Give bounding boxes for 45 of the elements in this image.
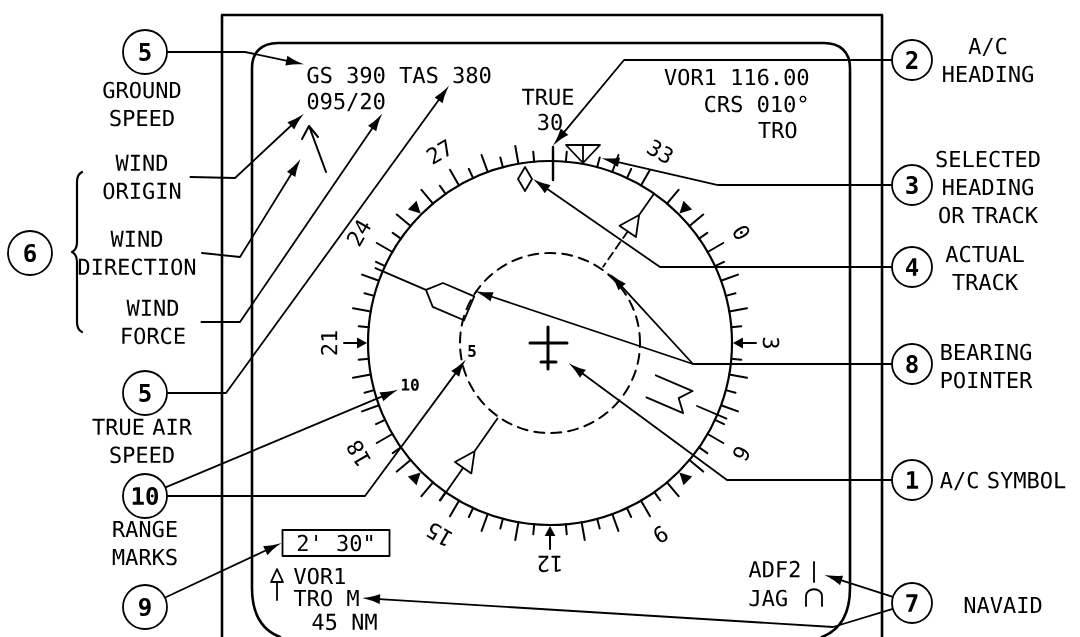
callout-label: A/C HEADING — [943, 37, 1033, 83]
navaid-readout: TRO M — [293, 589, 359, 607]
readout-text: 45 NM — [312, 613, 377, 631]
callout-label: ACTUAL TRACK — [945, 245, 1024, 291]
leader-line — [164, 544, 279, 599]
heading-number: 12 — [538, 555, 561, 573]
callout-number: 2 — [891, 39, 933, 81]
callout-label: RANGE MARKS — [112, 520, 177, 566]
callout-number: 5 — [122, 370, 168, 416]
heading-number: 30 — [538, 113, 562, 131]
heading-number: 3 — [762, 337, 780, 348]
callout-label: WIND FORCE — [122, 299, 185, 345]
leader-line — [165, 390, 395, 489]
callout-label: BEARING POINTER — [941, 343, 1033, 389]
callout-number: 6 — [7, 230, 53, 276]
callout-number: 8 — [891, 343, 933, 385]
readout-text: CRS 010° — [705, 95, 807, 113]
speed-readout: GS 390 TAS 380 — [307, 66, 491, 84]
heading-number: 21 — [320, 331, 338, 355]
leader-line — [189, 116, 302, 179]
callout-number: 10 — [122, 473, 168, 519]
callout-label: TRUE AIR SPEED — [92, 418, 192, 464]
leader-line — [167, 51, 301, 66]
callout-number: 3 — [891, 164, 933, 206]
readout-text: VOR1 116.00 — [664, 68, 809, 86]
callout-label: A/C SYMBOL — [940, 471, 1066, 491]
readout-text: TRO — [758, 121, 797, 139]
adf-symbol — [805, 561, 823, 607]
callout-number: 4 — [891, 246, 933, 288]
callout-label: WIND DIRECTION — [78, 230, 196, 276]
callout-label: SELECTED HEADING OR TRACK — [936, 150, 1040, 224]
readout-text: TRUE — [522, 88, 574, 106]
wind-readout: 095/20 — [307, 92, 385, 112]
leader-line — [201, 162, 299, 258]
callout-label: GROUND SPEED — [103, 81, 181, 127]
callout-number: 5 — [122, 29, 168, 75]
callout-label: NAVAID — [964, 597, 1042, 614]
leader-line — [200, 116, 381, 323]
callout-number: 9 — [122, 584, 168, 630]
callout-label: WIND ORIGIN — [103, 154, 181, 200]
readout-text: JAG — [749, 589, 787, 607]
callout-number: 1 — [891, 459, 933, 501]
wind-arrow — [301, 125, 327, 173]
callout-number: 7 — [891, 582, 933, 624]
leader-line — [555, 59, 892, 143]
